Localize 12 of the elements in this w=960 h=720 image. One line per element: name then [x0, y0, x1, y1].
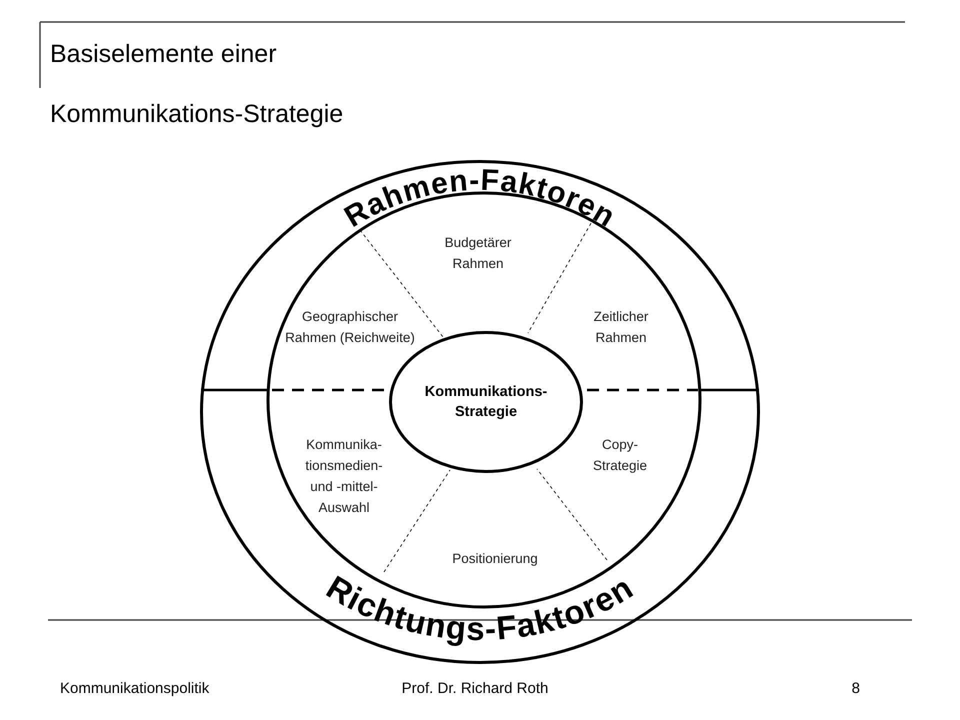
sector-label: Kommunika- tionsmedien- und -mittel- Auswahl — [304, 436, 384, 517]
center-label: Kommunikations- Strategie — [424, 383, 548, 422]
footer-text: 8 — [850, 680, 860, 698]
sector-label: Zeitlicher Rahmen — [592, 308, 650, 347]
sector-label: Copy- Strategie — [592, 436, 648, 475]
sector-label: Geographischer Rahmen (Reichweite) — [285, 308, 415, 347]
sector-label: Budgetärer Rahmen — [444, 234, 512, 273]
slide-title: Basiselemente einer Kommunikations-Strategie — [50, 39, 344, 130]
footer-text: Prof. Dr. Richard Roth — [400, 680, 550, 698]
sector-label: Positionierung — [451, 550, 539, 568]
footer-text: Kommunikationspolitik — [60, 680, 210, 698]
concentric-ring-drawing — [200, 160, 760, 664]
